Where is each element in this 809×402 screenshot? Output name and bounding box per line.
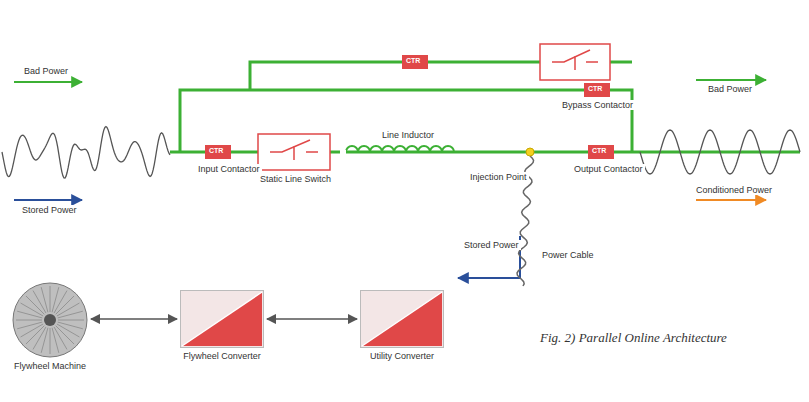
component-label: Line Inductor	[380, 130, 436, 140]
component-label: Output Contactor	[572, 164, 645, 174]
flywheel-symbol	[12, 282, 88, 358]
contactor-tag: CTR	[403, 56, 423, 66]
component-label: Stored Power	[462, 240, 521, 250]
power-cable	[517, 148, 534, 286]
connector-arrow	[267, 318, 357, 320]
component-label: Stored Power	[20, 205, 79, 215]
component-label: Conditioned Power	[694, 185, 774, 195]
component-label: Power Cable	[540, 250, 596, 260]
converter-symbol	[180, 290, 264, 348]
contactor-tag: CTR	[206, 146, 226, 156]
line-inductor	[340, 146, 454, 152]
converter-box: Utility Converter	[358, 290, 446, 361]
converter-symbol	[360, 290, 444, 348]
component-label: Static Line Switch	[258, 174, 333, 184]
component-label: Bypass Contactor	[560, 100, 635, 110]
component-label: Bad Power	[22, 66, 70, 76]
component-label: Bad Power	[706, 84, 754, 94]
figure-caption: Fig. 2) Parallel Online Architecture	[540, 330, 727, 346]
static-switches	[258, 44, 610, 170]
component-label: Injection Point	[468, 172, 529, 182]
connector-arrow	[91, 318, 177, 320]
node-label: Flywheel Machine	[10, 361, 90, 371]
converter-box: Flywheel Converter	[178, 290, 266, 361]
node-label: Utility Converter	[358, 351, 446, 361]
power-arrows	[14, 80, 766, 278]
contactor-tag: CTR	[589, 146, 609, 156]
component-label: Input Contactor	[196, 164, 262, 174]
flywheel-node: Flywheel Machine	[10, 282, 90, 371]
sine-waves	[2, 127, 800, 178]
contactor-tag: CTR	[585, 84, 605, 94]
node-label: Flywheel Converter	[178, 351, 266, 361]
